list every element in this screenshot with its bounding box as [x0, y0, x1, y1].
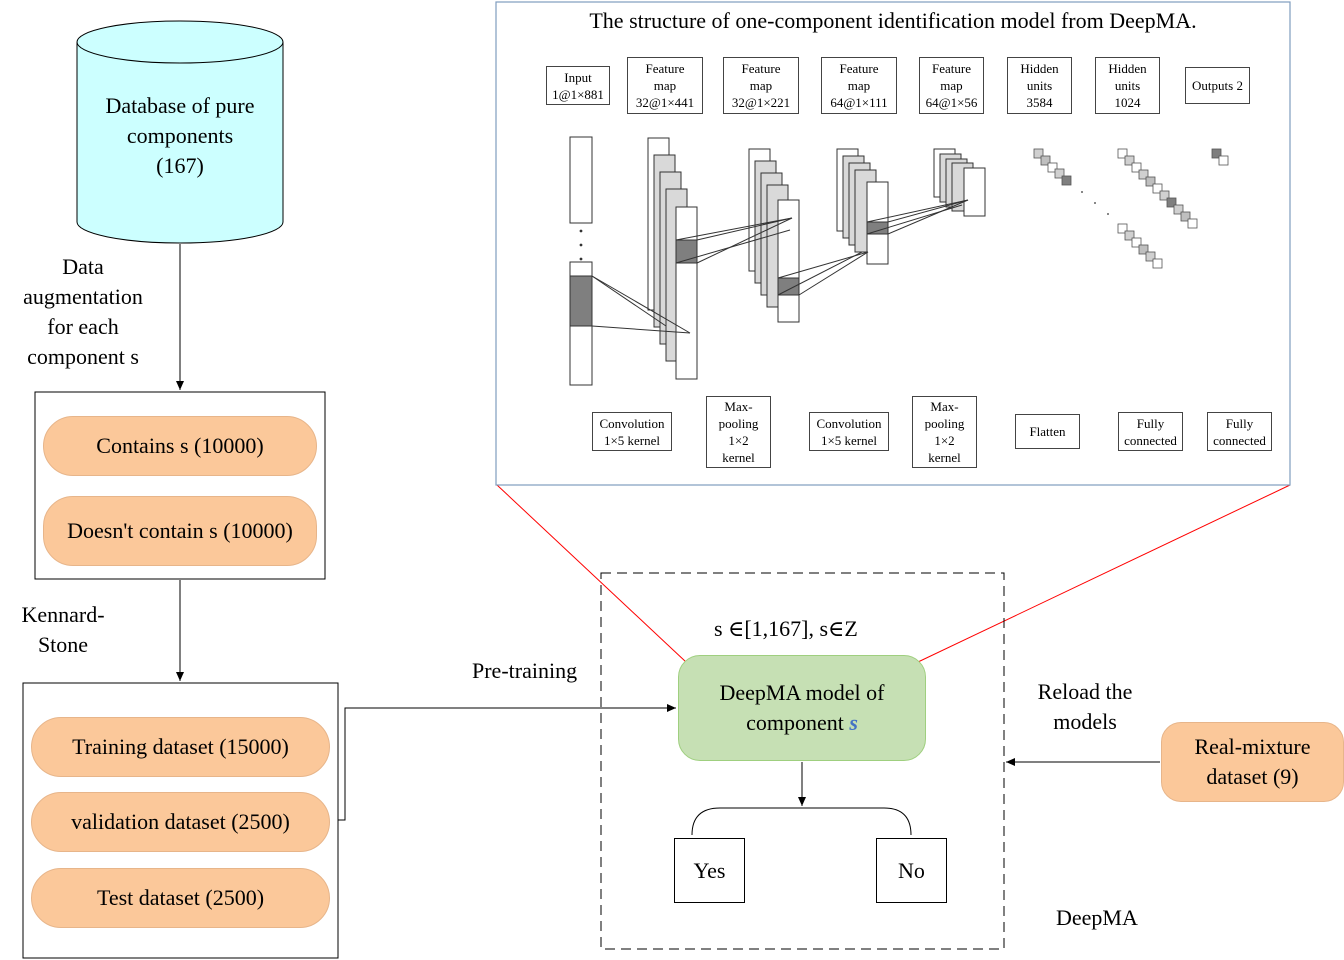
- no-box: No: [876, 838, 947, 903]
- pretraining-label: Pre-training: [472, 658, 578, 683]
- bottom-label-fc2: Fully connected: [1207, 412, 1272, 451]
- database-cylinder: [76, 20, 284, 244]
- top-label-outputs: Outputs 2: [1185, 67, 1250, 104]
- top-label-fmap4: Feature map 64@1×56: [919, 57, 984, 114]
- top-label-fmap1: Feature map 32@1×441: [627, 57, 703, 114]
- top-label-hidden1: Hidden units 3584: [1007, 57, 1072, 114]
- deepma-label: DeepMA: [1056, 905, 1138, 930]
- augmented-container: [34, 391, 326, 580]
- bottom-label-flatten: Flatten: [1015, 414, 1080, 449]
- not-contains-s-pill: Doesn't contain s (10000): [43, 496, 317, 566]
- real-mixture-pill: Real-mixture dataset (9): [1161, 722, 1344, 802]
- bottom-label-conv2: Convolution 1×5 kernel: [809, 412, 889, 451]
- zoom-line-left: [496, 484, 687, 663]
- bottom-label-pool2: Max- pooling 1×2 kernel: [912, 396, 977, 468]
- arrow-pretraining: [338, 704, 676, 821]
- constraint-label: s ∈[1,167], s∈Z: [714, 616, 858, 641]
- training-dataset-pill: Training dataset (15000): [31, 717, 330, 777]
- cnn-illustration: [569, 136, 986, 386]
- zoom-line-right: [917, 484, 1291, 663]
- structure-title: The structure of one-component identific…: [589, 8, 1197, 33]
- yes-box: Yes: [674, 838, 745, 903]
- augmentation-label: Data augmentation for each component s: [23, 254, 143, 369]
- top-label-fmap2: Feature map 32@1×221: [723, 57, 799, 114]
- deepma-model-box: DeepMA model of component s: [678, 655, 926, 761]
- top-label-fmap3: Feature map 64@1×111: [821, 57, 897, 114]
- yes-no-bracket: [691, 807, 912, 836]
- deepma-dashed-box: [600, 572, 1005, 950]
- kennard-stone-label: Kennard- Stone: [21, 602, 105, 657]
- bottom-label-fc1: Fully connected: [1118, 412, 1183, 451]
- model-variable: s: [849, 710, 858, 735]
- bottom-label-conv1: Convolution 1×5 kernel: [592, 412, 672, 451]
- validation-dataset-pill: validation dataset (2500): [31, 792, 330, 852]
- test-dataset-pill: Test dataset (2500): [31, 868, 330, 928]
- reload-label: Reload the models: [1037, 679, 1133, 734]
- top-label-hidden2: Hidden units 1024: [1095, 57, 1160, 114]
- bottom-label-pool1: Max- pooling 1×2 kernel: [706, 396, 771, 468]
- contains-s-pill: Contains s (10000): [43, 416, 317, 476]
- model-text: DeepMA model of component: [719, 680, 885, 735]
- dense-units: [1033, 148, 1229, 269]
- database-label: Database of pure components (167): [105, 93, 255, 178]
- top-label-input: Input 1@1×881: [546, 66, 610, 105]
